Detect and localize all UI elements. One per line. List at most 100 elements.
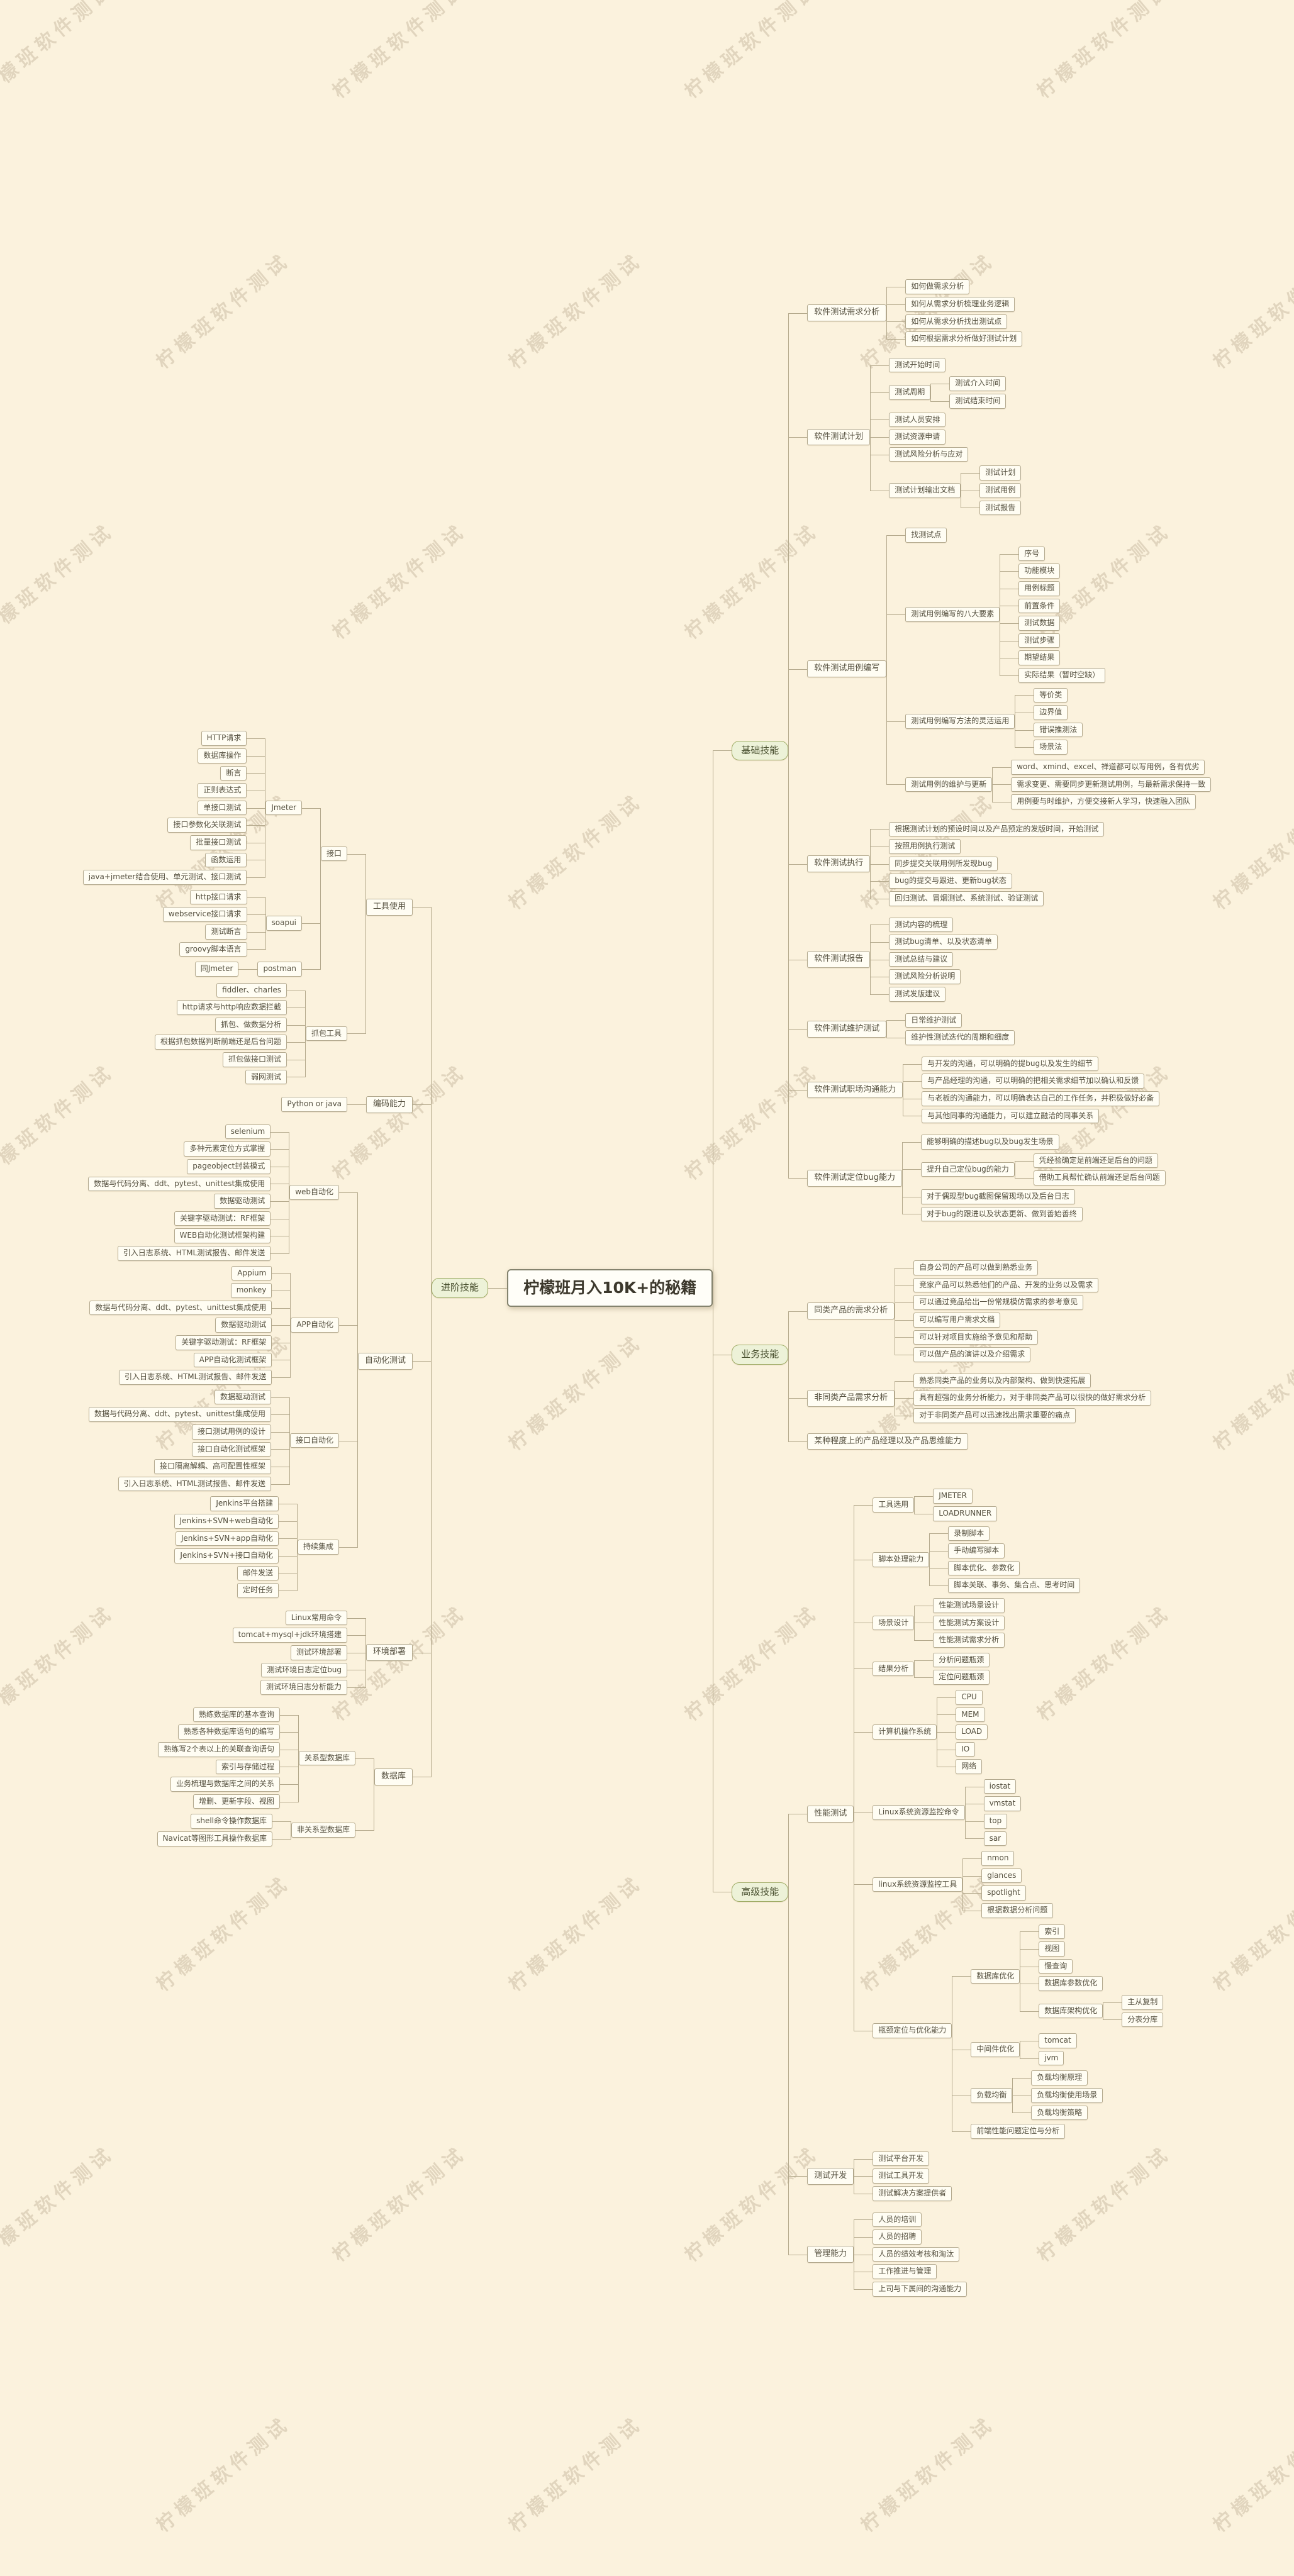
topic-node[interactable]: 数据库参数优化 [1039,1976,1103,1992]
topic-node[interactable]: 关键字驱动测试：RF框架 [174,1211,271,1226]
topic-node[interactable]: 熟练数据库的基本查询 [193,1707,281,1723]
topic-node[interactable]: 对于偶现型bug截图保留现场以及后台日志 [920,1189,1075,1204]
topic-node[interactable]: 对于非同类产品可以迅速找出需求重要的痛点 [913,1407,1076,1423]
topic-node[interactable]: 根据抓包数据判断前端还是后台问题 [155,1035,287,1050]
topic-node[interactable]: 性能测试需求分析 [933,1633,1005,1648]
topic-node[interactable]: 序号 [1018,546,1046,562]
topic-node[interactable]: 录制脚本 [948,1526,990,1541]
topic-node[interactable]: webservice接口请求 [162,907,247,922]
topic-node[interactable]: 用例要与时维护，方便交接新人学习，快速融入团队 [1011,794,1196,809]
topic-node[interactable]: 数据与代码分离、ddt、pytest、unittest集成使用 [88,1176,271,1192]
topic-node[interactable]: 用例标题 [1018,580,1061,596]
topic-node[interactable]: 能够明确的描述bug以及bug发生场景 [920,1135,1059,1150]
topic-node[interactable]: 与产品经理的沟通，可以明确的把相关需求细节加以确认和反馈 [922,1074,1145,1089]
topic-node[interactable]: 场景法 [1034,740,1068,755]
topic-node[interactable]: 测试风险分析说明 [889,969,961,985]
topic-node[interactable]: 邮件发送 [237,1565,279,1581]
topic-node[interactable]: Jenkins+SVN+web自动化 [174,1513,279,1529]
topic-node[interactable]: 软件测试职场沟通能力 [807,1081,903,1099]
topic-node[interactable]: 某种程度上的产品经理以及产品思维能力 [807,1433,969,1450]
topic-node[interactable]: 主从复制 [1122,1995,1164,2010]
topic-node[interactable]: 软件测试报告 [807,951,871,969]
topic-node[interactable]: 接口参数化关联测试 [167,818,247,833]
topic-node[interactable]: 软件测试维护测试 [807,1020,887,1038]
topic-node[interactable]: 测试报告 [979,500,1022,516]
topic-node[interactable]: 测试解决方案提供者 [873,2185,952,2201]
topic-node[interactable]: 可以通过竞品给出一份常规模仿需求的参考意见 [913,1295,1084,1310]
topic-node[interactable]: 单接口测试 [198,800,247,816]
topic-node[interactable]: 测试环境日志分析能力 [260,1680,348,1695]
topic-node[interactable]: 软件测试需求分析 [807,304,887,322]
topic-node[interactable]: 软件测试执行 [807,855,871,873]
topic-node[interactable]: top [983,1814,1008,1829]
topic-node[interactable]: 脚本优化、参数化 [948,1560,1020,1576]
topic-node[interactable]: 工具选用 [873,1497,915,1513]
topic-node[interactable]: 熟练写2个表以上的关联查询语句 [158,1742,281,1757]
topic-node[interactable]: Python or java [281,1097,348,1112]
topic-node[interactable]: 测试步骤 [1018,633,1061,648]
topic-node[interactable]: 可以编写用户需求文档 [913,1312,1001,1328]
topic-node[interactable]: 多种元素定位方式掌握 [184,1141,271,1157]
topic-node[interactable]: 人员的培训 [873,2212,922,2228]
topic-node[interactable]: 网络 [956,1759,983,1774]
topic-node[interactable]: 性能测试方案设计 [933,1615,1005,1631]
topic-node[interactable]: Linux常用命令 [285,1610,348,1626]
topic-node[interactable]: LOADRUNNER [933,1506,998,1521]
topic-node[interactable]: 测试开发 [807,2167,854,2185]
topic-node[interactable]: 数据驱动测试 [215,1389,272,1405]
topic-node[interactable]: 持续集成 [298,1540,340,1555]
topic-node[interactable]: 测试用例编写的八大要素 [905,607,1000,622]
topic-node[interactable]: 断言 [220,765,247,781]
topic-node[interactable]: 日常维护测试 [905,1013,962,1028]
topic-node[interactable]: 索引 [1039,1924,1066,1940]
topic-node[interactable]: 测试风险分析与应对 [889,447,969,462]
topic-node[interactable]: 测试用例 [979,483,1022,498]
topic-node[interactable]: 结果分析 [873,1661,915,1677]
topic-node[interactable]: 抓包、做数据分析 [215,1017,287,1033]
topic-node[interactable]: 数据库优化 [971,1968,1020,1984]
topic-node[interactable]: 凭经验确定是前端还是后台的问题 [1033,1153,1158,1169]
topic-node[interactable]: 关系型数据库 [299,1750,356,1766]
topic-node[interactable]: 等价类 [1034,687,1068,703]
topic-node[interactable]: 接口 [321,846,348,862]
topic-node[interactable]: 具有超强的业务分析能力，对于非同类产品可以很快的做好需求分析 [913,1391,1152,1406]
topic-node[interactable]: 测试结束时间 [949,394,1007,409]
topic-node[interactable]: 计算机操作系统 [873,1724,937,1740]
topic-node[interactable]: 负载均衡策略 [1031,2105,1088,2121]
topic-node[interactable]: CPU [956,1689,983,1705]
topic-node[interactable]: 上司与下属间的沟通能力 [873,2281,968,2297]
topic-node[interactable]: JMETER [933,1489,973,1504]
topic-node[interactable]: 数据库架构优化 [1039,2003,1103,2019]
topic-node[interactable]: 中间件优化 [971,2042,1020,2057]
topic-node[interactable]: 同步提交关联用例所发现bug [889,856,998,872]
topic-node[interactable]: 如何从需求分析梳理业务逻辑 [905,297,1015,312]
topic-node[interactable]: 性能测试 [807,1805,854,1823]
topic-node[interactable]: selenium [225,1124,271,1140]
topic-node[interactable]: 接口自动化 [290,1433,340,1448]
topic-node[interactable]: http请求与http响应数据拦截 [176,1000,287,1015]
topic-node[interactable]: 实际结果（暂时空缺） [1018,667,1106,683]
central-topic[interactable]: 柠檬班月入10K+的秘籍 [507,1269,713,1307]
topic-node[interactable]: 分表分库 [1122,2012,1164,2028]
topic-node[interactable]: 根据测试计划的预设时间以及产品预定的发版时间，开始测试 [889,821,1105,837]
topic-node[interactable]: 测试人员安排 [889,412,946,428]
topic-node[interactable]: 功能模块 [1018,564,1061,579]
topic-node[interactable]: 测试计划输出文档 [889,483,961,498]
topic-node[interactable]: IO [956,1741,976,1757]
topic-node[interactable]: Linux系统资源监控命令 [873,1805,965,1820]
topic-node[interactable]: 业务梳理与数据库之间的关系 [170,1777,281,1792]
topic-node[interactable]: 引入日志系统、HTML测试报告、邮件发送 [117,1246,271,1261]
topic-node[interactable]: pageobject封装模式 [187,1159,271,1174]
topic-node[interactable]: 分析问题瓶颈 [933,1652,990,1668]
topic-node[interactable]: 索引与存储过程 [216,1759,281,1775]
topic-node[interactable]: 增删、更新字段、视图 [193,1794,281,1809]
topic-node[interactable]: 提升自己定位bug的能力 [920,1162,1015,1177]
branch-topic[interactable]: 高级技能 [732,1882,789,1902]
topic-node[interactable]: 同类产品的需求分析 [807,1302,895,1320]
topic-node[interactable]: 非同类产品需求分析 [807,1389,895,1407]
topic-node[interactable]: 人员的招聘 [873,2229,922,2245]
topic-node[interactable]: 测试开始时间 [889,357,946,373]
topic-node[interactable]: 环境部署 [366,1644,413,1662]
topic-node[interactable]: 测试周期 [889,385,931,400]
topic-node[interactable]: 借助工具帮忙确认前端还是后台问题 [1033,1170,1166,1185]
